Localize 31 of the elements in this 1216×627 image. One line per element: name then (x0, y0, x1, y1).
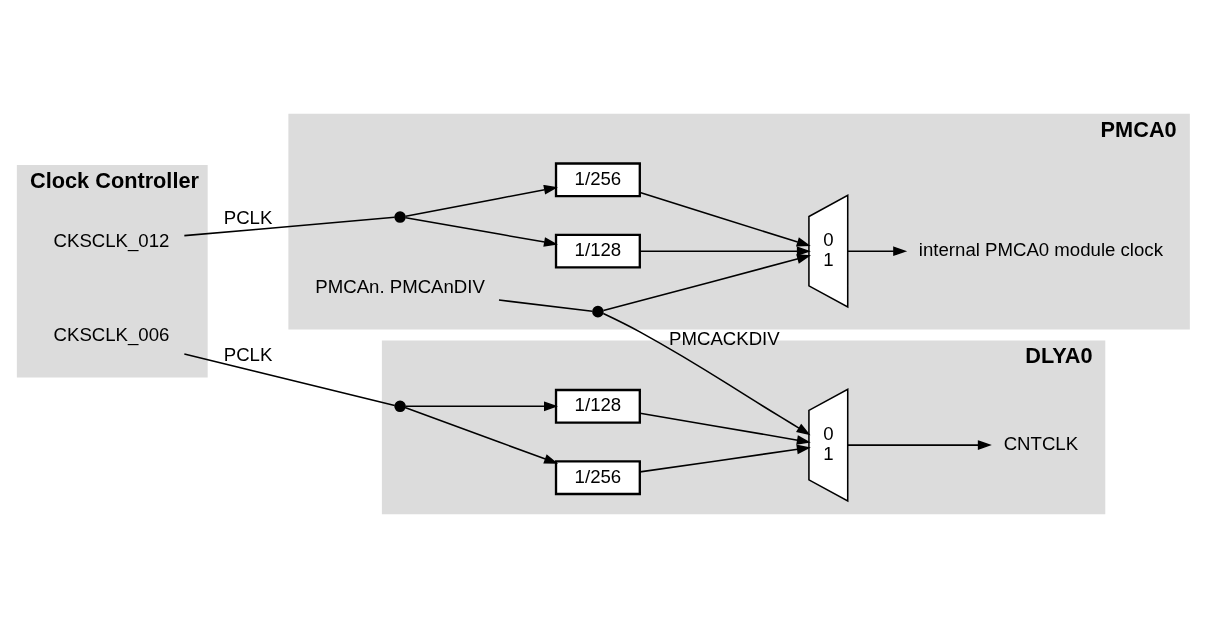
arrow (404, 216, 558, 247)
node-text: CKSCLK_012 (53, 229, 170, 251)
edge-label: PCLK (223, 206, 273, 228)
node-text: PMCAn. PMCAnDIV (315, 275, 485, 297)
node-text: CNTCLK (1003, 432, 1079, 454)
node-box: 1/256 (554, 161, 641, 197)
node-box: 1/128 (554, 388, 641, 424)
arrow (846, 439, 992, 450)
node-text: CKSCLK_006 (53, 323, 170, 345)
arrow (404, 406, 559, 464)
arrow (639, 444, 811, 473)
arrow (846, 245, 908, 256)
node-box: 0 1 (808, 193, 849, 308)
connector (498, 298, 594, 312)
arrow (639, 191, 811, 247)
edge-label: PCLK (223, 343, 273, 365)
arrow (602, 312, 811, 435)
node-circle (592, 305, 604, 317)
connector (183, 216, 396, 236)
arrow (404, 400, 558, 411)
arrow (602, 253, 812, 311)
node-box: 0 1 (808, 387, 849, 502)
node-circle (394, 210, 406, 223)
node-text: internal PMCA0 module clock (918, 238, 1163, 260)
arrow (639, 245, 811, 256)
connector (183, 352, 396, 406)
arrow (404, 184, 558, 217)
node-box: 1/128 (554, 233, 641, 269)
node-circle (394, 400, 406, 412)
node-box: 1/256 (554, 459, 641, 495)
arrow (639, 412, 811, 445)
